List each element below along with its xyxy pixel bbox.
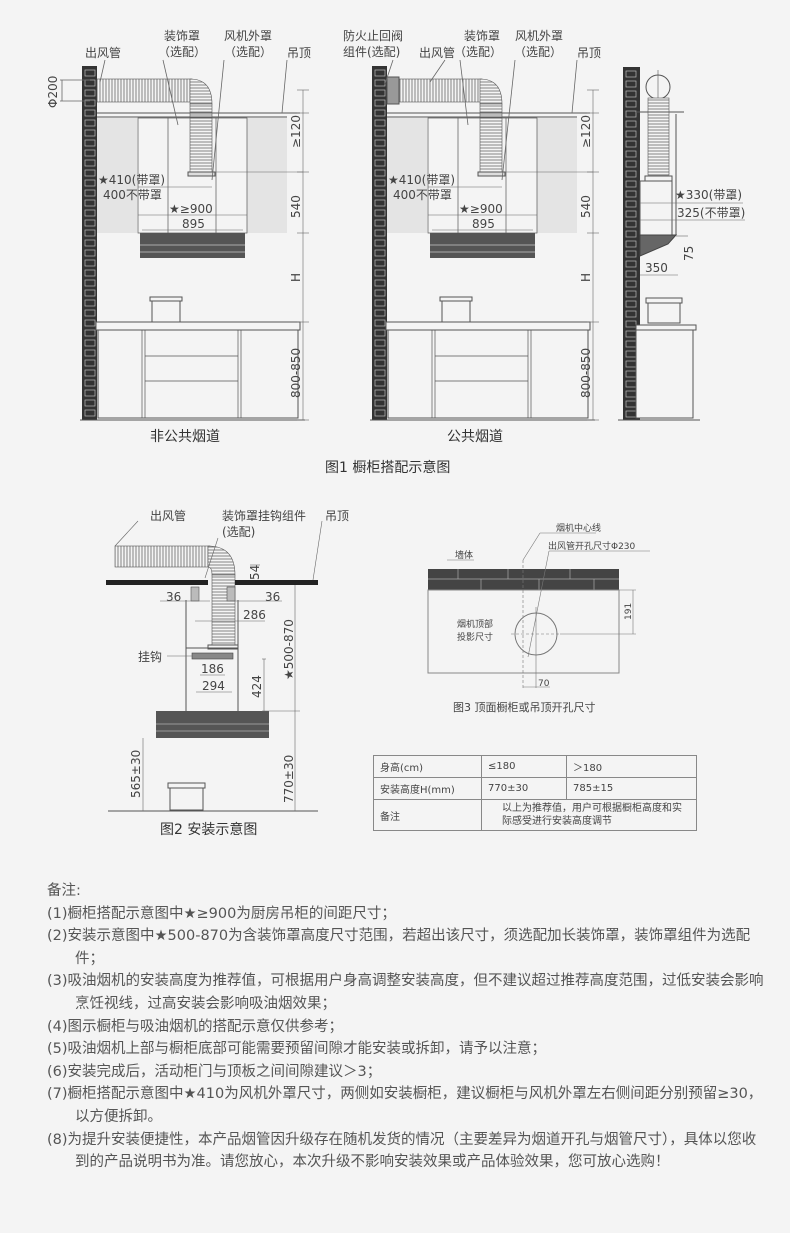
label-fan-cover-opt: （选配） (224, 45, 272, 59)
table-row: 安装高度H(mm) 770±30 785±15 (373, 777, 697, 800)
dim-cabinet-gap: ★≥900 (459, 202, 503, 216)
label-valve-opt: 组件(选配) (343, 45, 400, 59)
note-item: (3)吸油烟机的安装高度为推荐值，可根据用户身高调整安装高度，但不建议超过推荐高… (47, 973, 764, 1012)
note-item: (8)为提升安装便捷性，本产品烟管因升级存在随机发货的情况（主要差异为烟道开孔与… (47, 1131, 757, 1171)
dim-54: 54 (248, 565, 262, 580)
panel-caption: 公共烟道 (447, 429, 503, 445)
table-cell: 以上为推荐值，用户可根据橱柜高度和实际感受进行安装高度调节 (481, 799, 697, 831)
fig2-installation: 出风管 装饰罩挂钩组件 (选配) 吊顶 挂钩 54 36 36 286 186 … (106, 508, 349, 838)
dim-500-870: ★500-870 (282, 619, 296, 680)
dim-H: H (289, 273, 303, 282)
dim-424: 424 (250, 675, 264, 698)
dim-770: 770±30 (282, 755, 296, 803)
note-item: (4)图示橱柜与吸油烟机的搭配示意仅供参考； (47, 1018, 344, 1035)
table-cell: 安装高度H(mm) (373, 777, 482, 800)
fig3-ceiling-hole: 烟机中心线 出风管开孔尺寸Φ230 墙体 烟机顶部 投影尺寸 191 70 图3… (427, 522, 650, 714)
dim-540: 540 (289, 195, 303, 218)
table-cell: 785±15 (566, 777, 697, 800)
dim-depth-without-cover: 325(不带罩) (677, 206, 745, 220)
dim-counter-height: 800-850 (289, 348, 303, 398)
label-wall: 墙体 (455, 549, 473, 561)
panel-caption: 非公共烟道 (150, 429, 220, 445)
dim-350: 350 (645, 261, 668, 275)
label-fan-cover: 风机外罩 (224, 29, 272, 43)
kitchen-drawing (370, 66, 599, 421)
table-row: 备注 以上为推荐值，用户可根据橱柜高度和实际感受进行安装高度调节 (373, 799, 697, 831)
dim-top-gap: ≥120 (289, 115, 303, 148)
table-cell: 备注 (373, 799, 482, 831)
dim-565: 565±30 (129, 750, 143, 798)
table-cell: 身高(cm) (373, 755, 482, 778)
table-cell: ≤180 (481, 755, 567, 778)
label-valve: 防火止回阀 (343, 28, 403, 43)
notes-title: 备注: (47, 883, 81, 899)
dim-pipe-diameter: Φ200 (46, 76, 60, 108)
label-projection-1: 烟机顶部 (457, 618, 493, 630)
dim-36-left: 36 (166, 590, 181, 604)
note-item: (1)橱柜搭配示意图中★≥900为厨房吊柜的间距尺寸； (47, 905, 396, 922)
label-cover: 装饰罩 (464, 29, 500, 43)
install-height-table: 身高(cm) ≤180 ＞180 安装高度H(mm) 770±30 785±15… (373, 755, 697, 831)
fig2-caption: 图2 安装示意图 (160, 821, 257, 838)
dim-depth-with-cover: ★330(带罩) (675, 188, 742, 202)
label-ceiling: 吊顶 (325, 509, 349, 523)
fig3-caption: 图3 顶面橱柜或吊顶开孔尺寸 (453, 700, 596, 714)
label-cover-opt: （选配） (158, 45, 206, 59)
table-cell: 770±30 (481, 777, 567, 800)
dim-286: 286 (243, 608, 266, 622)
kitchen-drawing (80, 66, 309, 421)
dim-width-with-cover: ★410(带罩) (98, 173, 165, 187)
dim-width-without-cover: 400不带罩 (393, 188, 452, 202)
label-ceiling: 吊顶 (577, 46, 601, 60)
dim-width-with-cover: ★410(带罩) (388, 173, 455, 187)
label-hole-size: 出风管开孔尺寸Φ230 (548, 540, 636, 552)
dim-width-without-cover: 400不带罩 (103, 188, 162, 202)
table-row: 身高(cm) ≤180 ＞180 (373, 755, 697, 778)
dim-540: 540 (579, 195, 593, 218)
fig1-panel-non-public-flue: 出风管 装饰罩 （选配） 风机外罩 （选配） 吊顶 Φ200 ★410(带罩) … (46, 29, 311, 445)
table-cell: ＞180 (566, 755, 697, 778)
fig1-caption: 图1 橱柜搭配示意图 (325, 459, 450, 476)
label-cover: 装饰罩 (164, 29, 200, 43)
note-item: (2)安装示意图中★500-870为含装饰罩高度尺寸范围，若超出该尺寸，须选配加… (47, 928, 751, 967)
label-cover-opt: （选配） (454, 45, 502, 59)
label-hook-kit-opt: (选配) (222, 525, 255, 539)
dim-36-right: 36 (265, 590, 280, 604)
label-duct: 出风管 (150, 508, 186, 523)
dim-75: 75 (682, 246, 696, 261)
label-duct: 出风管 (419, 45, 455, 60)
dim-186: 186 (201, 662, 224, 676)
note-item: (7)橱柜搭配示意图中★410为风机外罩尺寸，两侧如安装橱柜，建议橱柜与风机外罩… (47, 1086, 763, 1125)
dim-cabinet-gap: ★≥900 (169, 202, 213, 216)
label-projection-2: 投影尺寸 (457, 631, 493, 643)
dim-counter-height: 800-850 (579, 348, 593, 398)
installation-diagrams: 出风管 装饰罩 （选配） 风机外罩 （选配） 吊顶 Φ200 ★410(带罩) … (46, 28, 745, 838)
fig1-panel-public-flue: 防火止回阀 组件(选配) 出风管 装饰罩 （选配） 风机外罩 （选配） 吊顶 ★… (343, 28, 601, 445)
dim-top-gap: ≥120 (579, 115, 593, 148)
label-duct: 出风管 (85, 45, 121, 60)
label-fan-cover: 风机外罩 (515, 29, 563, 43)
dim-294: 294 (202, 679, 225, 693)
label-centerline: 烟机中心线 (556, 522, 601, 534)
dim-hood-width: 895 (472, 217, 495, 231)
notes-section: 备注: (1)橱柜搭配示意图中★≥900为厨房吊柜的间距尺寸； (2)安装示意图… (47, 880, 767, 1174)
dim-H: H (579, 273, 593, 282)
fig1-side-view: ★330(带罩) 325(不带罩) 75 350 (618, 67, 745, 421)
dim-70: 70 (538, 679, 550, 689)
dim-191: 191 (624, 603, 634, 620)
note-item: (5)吸油烟机上部与橱柜底部可能需要预留间隙才能安装或拆卸，请予以注意； (47, 1041, 547, 1058)
note-item: (6)安装完成后，活动柜门与顶板之间间隙建议＞3； (47, 1063, 382, 1080)
label-fan-cover-opt: （选配） (514, 45, 562, 59)
dim-hood-width: 895 (182, 217, 205, 231)
label-hook: 挂钩 (138, 650, 162, 664)
label-ceiling: 吊顶 (287, 46, 311, 60)
label-hook-kit: 装饰罩挂钩组件 (222, 509, 306, 523)
